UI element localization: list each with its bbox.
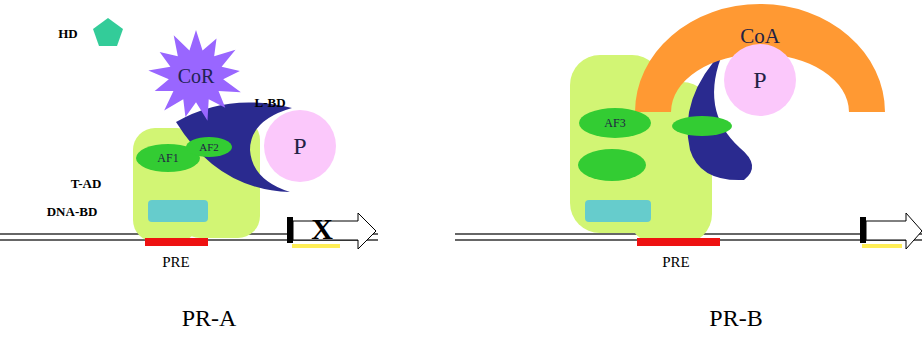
corepressor-star: CoR	[148, 30, 244, 122]
node-text: AF3	[604, 116, 625, 131]
promoter-site	[862, 244, 902, 248]
element-label: PRE	[662, 254, 690, 271]
domain-label: DNA-BD	[47, 204, 98, 220]
domain-label: HD	[58, 26, 78, 42]
activation-function: AF2	[186, 137, 232, 157]
transcription-arrow	[866, 213, 922, 249]
dna-binding-domain	[148, 200, 208, 222]
node-text: P	[753, 67, 766, 94]
promoter-bar	[287, 217, 293, 243]
hd-pentagon	[93, 18, 123, 46]
response-element	[637, 238, 720, 246]
transcription-arrow	[293, 213, 376, 249]
node-text: P	[293, 133, 306, 160]
node-text: AF2	[199, 141, 219, 153]
node-text: AF1	[157, 151, 178, 166]
activation-function	[578, 149, 646, 181]
node-text: CoR	[178, 65, 215, 88]
response-element	[145, 238, 208, 246]
activation-function	[672, 116, 732, 136]
dna-binding-domain	[585, 200, 651, 222]
domain-label: T-AD	[71, 176, 102, 192]
blocked-mark: X	[311, 212, 333, 246]
domain-label: L-BD	[254, 95, 285, 111]
promoter-bar	[860, 217, 866, 243]
panel-caption: PR-A	[182, 305, 237, 332]
panel-caption: PR-B	[709, 305, 762, 332]
element-label: PRE	[162, 254, 190, 271]
progesterone-circle: P	[264, 110, 336, 182]
activation-function: AF3	[579, 108, 651, 138]
progesterone-circle: P	[724, 44, 796, 116]
